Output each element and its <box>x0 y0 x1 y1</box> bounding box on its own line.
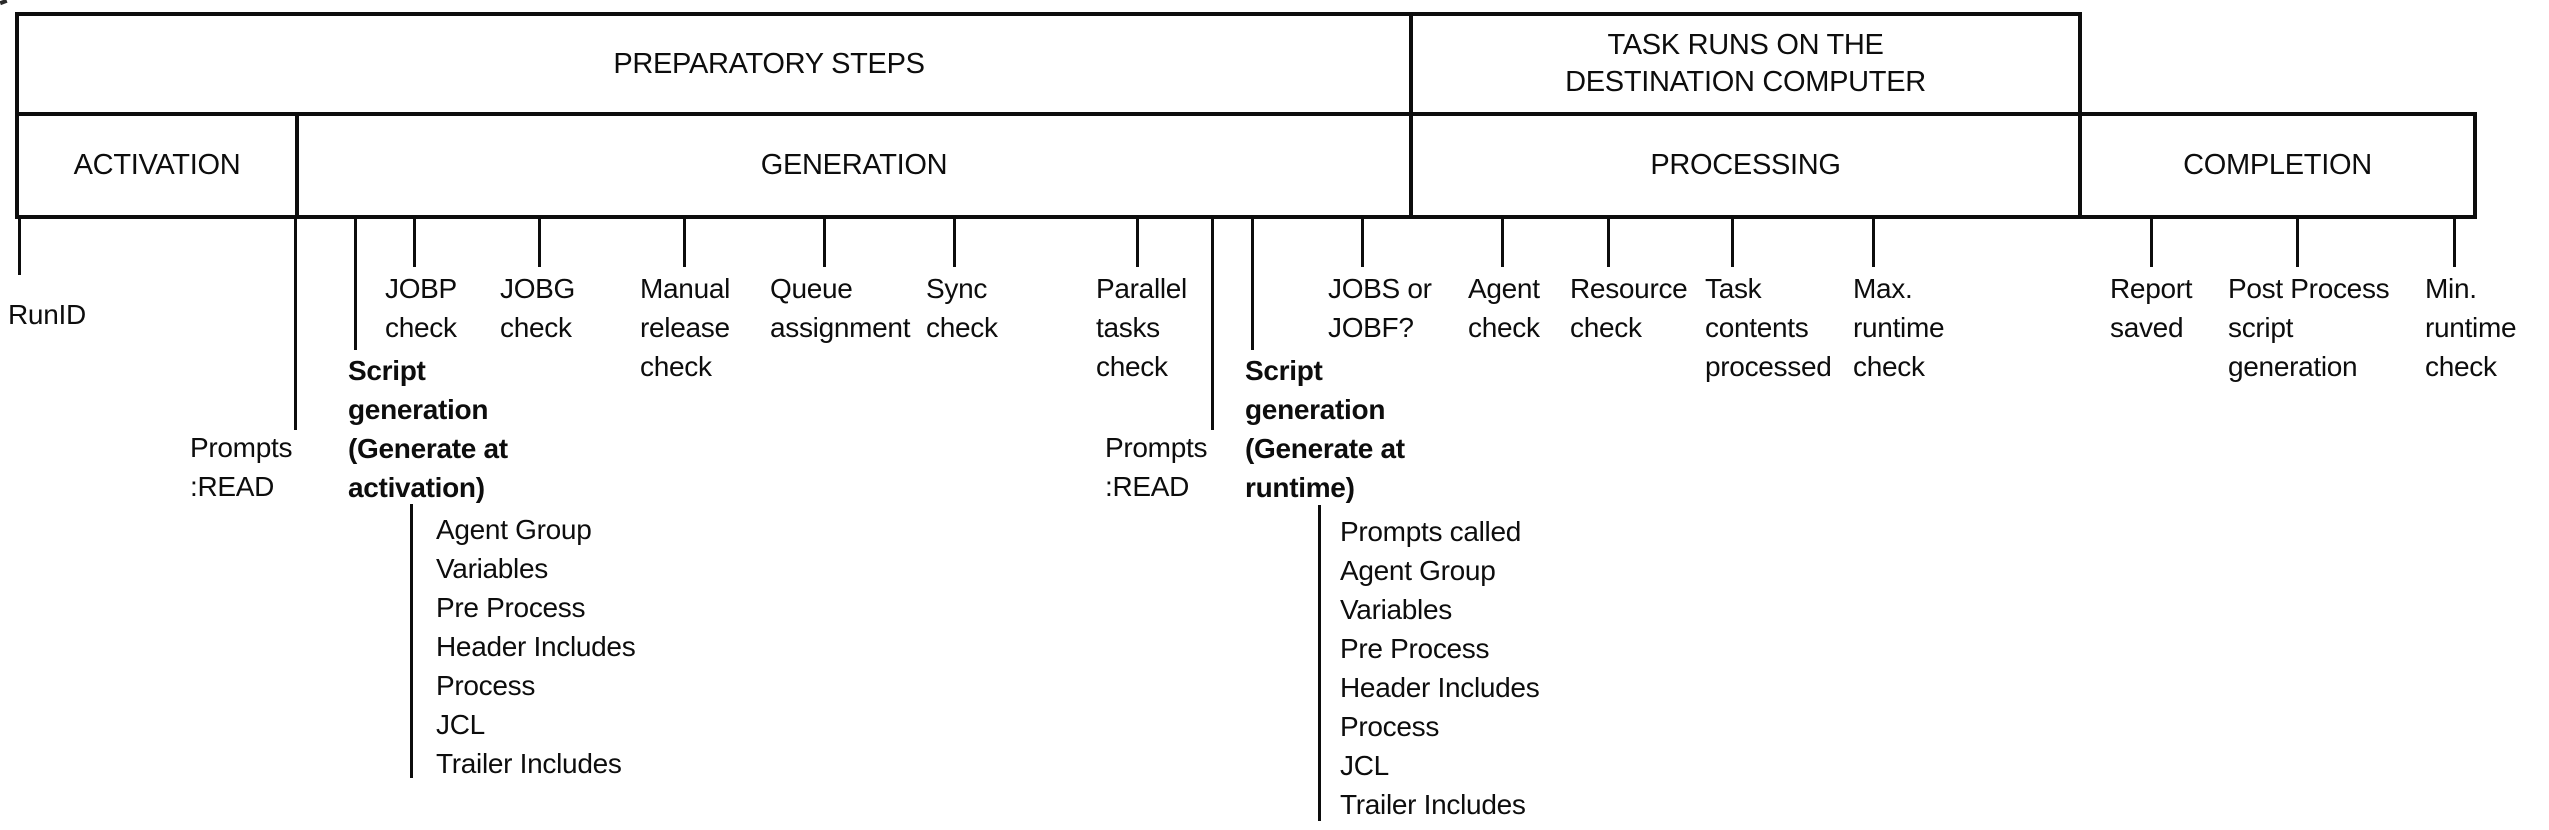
sublist-item: Pre Process <box>436 592 586 623</box>
step-prompts-read-1: Prompts :READ <box>190 432 293 502</box>
phase-box-activation: ACTIVATION <box>15 112 299 219</box>
sublist-item: Process <box>1340 711 1440 742</box>
step-task-contents-processed: Task contents processed <box>1705 273 1832 382</box>
phase-label-task-runs-destination: TASK RUNS ON THE DESTINATION COMPUTER <box>1565 29 1926 98</box>
tick-sync-check <box>953 215 956 267</box>
step-post-process-script-generation: Post Process script generation <box>2228 273 2390 382</box>
sublist-item: Agent Group <box>436 514 592 545</box>
step-parallel-tasks-check: Parallel tasks check <box>1096 273 1187 382</box>
tick-task-contents-processed <box>1731 215 1734 267</box>
sublist-item: Header Includes <box>1340 672 1540 703</box>
tick-jobp-check <box>413 215 416 267</box>
phase-label-preparatory-steps: PREPARATORY STEPS <box>613 47 925 80</box>
sublist-item: Process <box>436 670 536 701</box>
phase-box-processing: PROCESSING <box>1409 112 2082 219</box>
sublist-bar-runtime <box>1318 505 1321 821</box>
sublist-runtime: Prompts called Agent Group Variables Pre… <box>1340 512 1540 824</box>
sublist-item: Trailer Includes <box>1340 789 1526 820</box>
phase-box-task-runs-destination: TASK RUNS ON THE DESTINATION COMPUTER <box>1409 12 2082 116</box>
sublist-item: JCL <box>1340 750 1389 781</box>
sublist-item: Pre Process <box>1340 633 1490 664</box>
step-manual-release-check: Manual release check <box>640 273 731 382</box>
sublist-item: Variables <box>1340 594 1452 625</box>
corner-artifact <box>0 0 8 6</box>
step-min-runtime-check: Min. runtime check <box>2425 273 2517 382</box>
tick-resource-check <box>1607 215 1610 267</box>
phase-label-completion: COMPLETION <box>2183 149 2372 181</box>
phase-box-generation: GENERATION <box>295 112 1413 219</box>
tick-parallel-tasks-check <box>1136 215 1139 267</box>
tick-post-process-script-generation <box>2296 215 2299 267</box>
step-prompts-read-2: Prompts :READ <box>1105 432 1208 502</box>
tick-manual-release-check <box>683 215 686 267</box>
sublist-activation: Agent Group Variables Pre Process Header… <box>436 510 636 783</box>
tick-jobg-check <box>538 215 541 267</box>
phase-box-completion: COMPLETION <box>2078 112 2477 219</box>
sublist-item: Trailer Includes <box>436 748 622 779</box>
step-report-saved: Report saved <box>2110 273 2193 343</box>
sublist-item: Agent Group <box>1340 555 1496 586</box>
step-script-generation-activation: Script generation (Generate at activatio… <box>348 355 508 503</box>
step-resource-check: Resource check <box>1570 273 1688 343</box>
tick-script-generation-runtime <box>1251 215 1254 350</box>
step-jobg-check: JOBG check <box>500 273 576 343</box>
step-jobp-check: JOBP check <box>385 273 457 343</box>
step-max-runtime-check: Max. runtime check <box>1853 273 1945 382</box>
step-queue-assignment: Queue assignment <box>770 273 911 343</box>
phase-label-activation: ACTIVATION <box>73 149 241 181</box>
phase-label-generation: GENERATION <box>760 149 948 181</box>
tick-max-runtime-check <box>1872 215 1875 267</box>
step-sync-check: Sync check <box>926 273 998 343</box>
step-script-generation-runtime: Script generation (Generate at runtime) <box>1245 355 1405 503</box>
tick-agent-check <box>1501 215 1504 267</box>
phase-box-preparatory-steps: PREPARATORY STEPS <box>15 12 1413 116</box>
tick-script-generation-activation <box>354 215 357 350</box>
sublist-item: JCL <box>436 709 485 740</box>
step-runid: RunID <box>8 299 86 330</box>
phase-label-processing: PROCESSING <box>1650 149 1841 181</box>
sublist-bar-activation <box>410 504 413 778</box>
sublist-item: Variables <box>436 553 548 584</box>
step-agent-check: Agent check <box>1468 273 1540 343</box>
tick-jobs-or-jobf <box>1361 215 1364 267</box>
tick-runid <box>18 215 21 275</box>
sublist-item: Header Includes <box>436 631 636 662</box>
tick-prompts-read-1 <box>294 215 297 430</box>
step-jobs-or-jobf: JOBS or JOBF? <box>1328 273 1432 343</box>
tick-queue-assignment <box>823 215 826 267</box>
tick-prompts-read-2 <box>1211 215 1214 430</box>
sublist-item: Prompts called <box>1340 516 1521 547</box>
tick-report-saved <box>2150 215 2153 267</box>
tick-min-runtime-check <box>2453 215 2456 267</box>
